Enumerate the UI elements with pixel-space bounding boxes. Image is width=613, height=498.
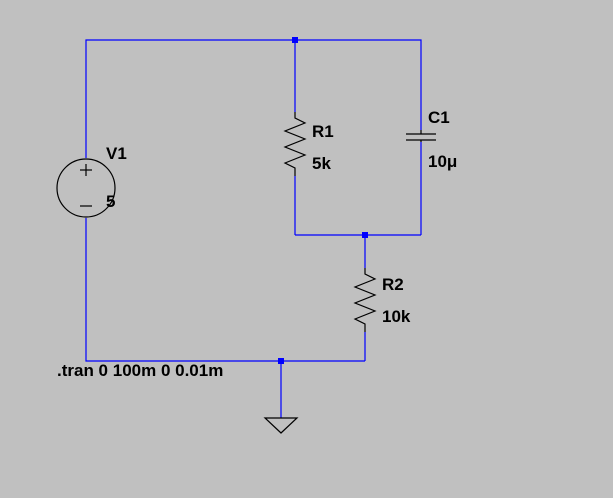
wire-bottom-left[interactable] [85,218,281,362]
ground-icon [263,417,299,434]
resistor-icon [353,268,377,332]
r1-value-label: 5k [312,154,331,173]
junction-bottom [278,358,284,364]
wires[interactable] [85,39,422,418]
junction-mid [362,232,368,238]
capacitor-icon [406,130,436,142]
junction-dots [278,37,368,364]
capacitor-c1[interactable]: C1 10μ [406,108,457,171]
c1-name-label: C1 [428,108,450,127]
junction-top [292,37,298,43]
c1-value-label: 10μ [428,152,457,171]
r2-value-label: 10k [382,307,411,326]
v1-name-label: V1 [106,144,127,163]
r1-name-label: R1 [312,122,334,141]
v1-value-label: 5 [106,192,115,211]
wire-top-left[interactable] [85,39,295,158]
voltage-source-v1[interactable]: V1 5 [56,144,127,218]
r2-name-label: R2 [382,275,404,294]
spice-directive[interactable]: .tran 0 100m 0 0.01m [57,361,223,380]
voltage-source-icon [56,158,116,218]
ground-symbol[interactable] [263,417,299,434]
resistor-r2[interactable]: R2 10k [353,268,411,332]
wire-top-right[interactable] [295,39,422,130]
resistor-r1[interactable]: R1 5k [283,112,334,176]
resistor-icon [283,112,307,176]
